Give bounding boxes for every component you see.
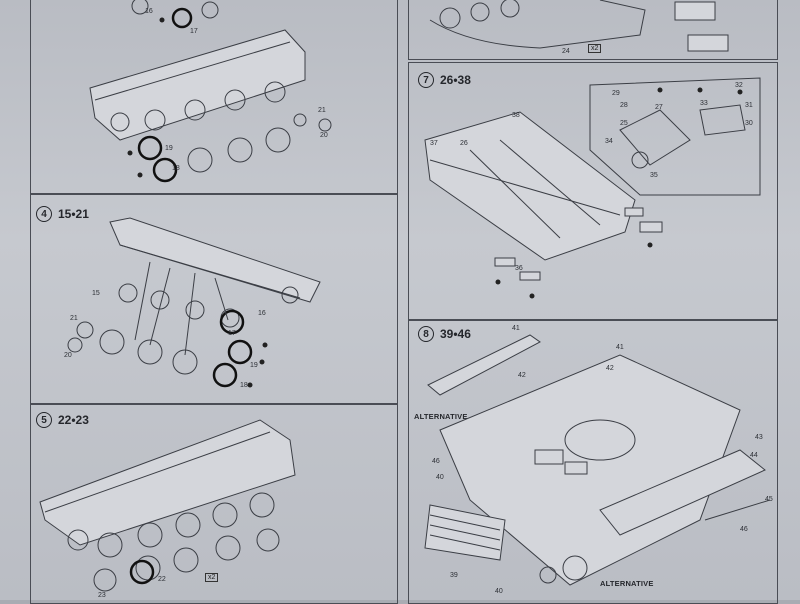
part-number: 38 xyxy=(512,112,520,119)
part-number: 36 xyxy=(515,265,523,272)
part-number: 15 xyxy=(92,290,100,297)
part-number: 33 xyxy=(700,100,708,107)
part-number: 42 xyxy=(606,365,614,372)
step-7-title: 7 26•38 xyxy=(418,72,471,88)
step-number: 4 xyxy=(36,206,52,222)
step-range: 22•23 xyxy=(58,413,89,427)
quantity-marker: x2 xyxy=(205,573,219,582)
part-number: 17 xyxy=(228,330,236,337)
part-number: 20 xyxy=(64,352,72,359)
part-number: 40 xyxy=(495,588,503,595)
part-number: 21 xyxy=(318,107,326,114)
part-number: 44 xyxy=(750,452,758,459)
part-number: 46 xyxy=(432,458,440,465)
step-5-title: 5 22•23 xyxy=(36,412,89,428)
step-range: 26•38 xyxy=(440,73,471,87)
part-number: 46 xyxy=(740,526,748,533)
part-number: 32 xyxy=(735,82,743,89)
part-number: 21 xyxy=(70,315,78,322)
part-number: 41 xyxy=(616,344,624,351)
step-8-title: 8 39•46 xyxy=(418,326,471,342)
part-number: 30 xyxy=(745,120,753,127)
part-number: 34 xyxy=(605,138,613,145)
part-number: 16 xyxy=(258,310,266,317)
step-3-panel xyxy=(30,0,398,194)
part-number: 28 xyxy=(620,102,628,109)
part-number: 17 xyxy=(190,28,198,35)
step-range: 39•46 xyxy=(440,327,471,341)
part-number: 18 xyxy=(240,382,248,389)
part-number: 25 xyxy=(620,120,628,127)
part-number: 45 xyxy=(765,496,773,503)
step-7-hull-drawing xyxy=(424,77,761,299)
quantity-marker: x2 xyxy=(588,44,602,53)
part-number: 40 xyxy=(436,474,444,481)
part-number: 41 xyxy=(512,325,520,332)
alternative-label: ALTERNATIVE xyxy=(414,412,468,421)
part-number: 29 xyxy=(612,90,620,97)
part-number: 22 xyxy=(158,576,166,583)
step-range: 15•21 xyxy=(58,207,89,221)
part-number: 19 xyxy=(165,145,173,152)
step-7-panel xyxy=(408,62,778,320)
step-4-panel xyxy=(30,194,398,404)
part-number: 23 xyxy=(98,592,106,599)
part-number: 20 xyxy=(320,132,328,139)
part-number: 19 xyxy=(250,362,258,369)
part-number: 39 xyxy=(450,572,458,579)
step-4-title: 4 15•21 xyxy=(36,206,89,222)
part-number: 35 xyxy=(650,172,658,179)
step-number: 7 xyxy=(418,72,434,88)
part-number: 16 xyxy=(145,8,153,15)
part-number: 26 xyxy=(460,140,468,147)
step-number: 5 xyxy=(36,412,52,428)
part-number: 43 xyxy=(755,434,763,441)
step-5-hull-drawing xyxy=(39,419,296,592)
step-4-hull-drawing xyxy=(67,217,321,388)
step-6-track-drawing xyxy=(429,0,729,52)
part-number: 31 xyxy=(745,102,753,109)
part-number: 18 xyxy=(172,165,180,172)
alternative-label: ALTERNATIVE xyxy=(600,579,654,588)
part-number: 27 xyxy=(655,104,663,111)
part-number: 24 xyxy=(562,48,570,55)
step-6-panel xyxy=(408,0,778,60)
part-number: 37 xyxy=(430,140,438,147)
step-number: 8 xyxy=(418,326,434,342)
step-8-hull-drawing xyxy=(424,334,771,586)
step-3-hull-drawing xyxy=(89,0,332,183)
part-number: 42 xyxy=(518,372,526,379)
